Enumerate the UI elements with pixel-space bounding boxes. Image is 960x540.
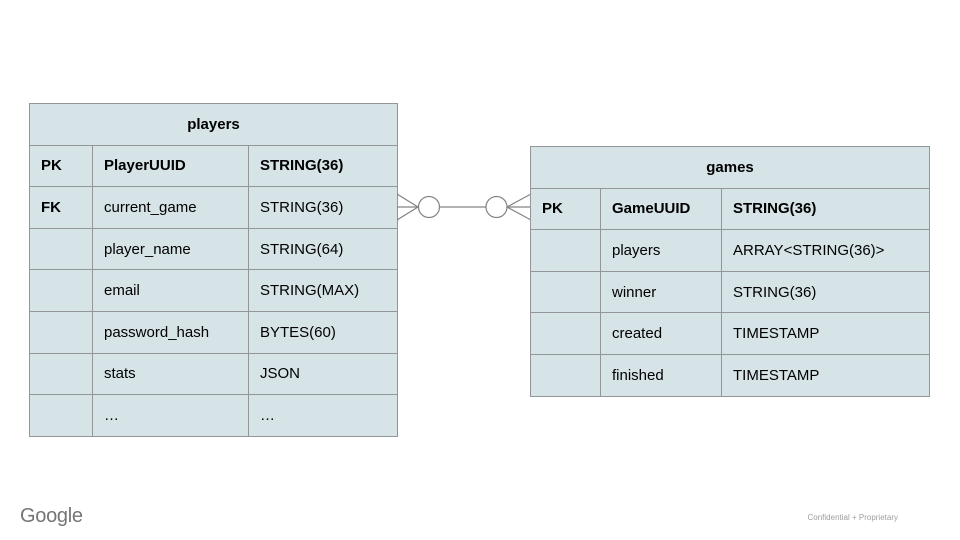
players-type-cell: STRING(36) [249,187,397,228]
players-field-cell: … [93,395,248,436]
games-key-cell [531,313,600,354]
players-field-cell: current_game [93,187,248,228]
relationship-connector [397,193,531,221]
players-key-cell [30,311,92,353]
games-key-cell [531,230,600,271]
games-field-cell: finished [601,354,721,396]
players-key-cell [30,395,92,436]
players-field-cell: stats [93,353,248,395]
games-type-cell: STRING(36) [722,271,929,313]
games-key-cell: PK [531,188,600,230]
players-field-cell: password_hash [93,311,248,353]
players-field-cell: PlayerUUID [93,145,248,187]
players-type-cell: STRING(64) [249,228,397,270]
games-type-cell: STRING(36) [722,188,929,230]
players-key-cell [30,228,92,270]
players-type-cell: STRING(MAX) [249,270,397,311]
games-field-cell: created [601,313,721,354]
players-key-cell: PK [30,145,92,187]
players-key-cell [30,270,92,311]
games-type-cell: ARRAY<STRING(36)> [722,230,929,271]
games-field-cell: players [601,230,721,271]
crow-foot-many-icon-left [397,193,419,221]
players-type-cell: BYTES(60) [249,311,397,353]
players-type-cell: STRING(36) [249,145,397,187]
crow-foot-many-icon-right [506,193,531,221]
games-field-cell: GameUUID [601,188,721,230]
players-key-cell: FK [30,187,92,228]
players-field-cell: email [93,270,248,311]
zero-cardinality-icon-left [417,195,441,219]
games-type-cell: TIMESTAMP [722,313,929,354]
zero-cardinality-icon-right [485,195,508,219]
games-key-cell [531,271,600,313]
players-key-cell [30,353,92,395]
games-key-cell [531,354,600,396]
players-field-cell: player_name [93,228,248,270]
confidential-note: Confidential + Proprietary [807,513,899,522]
google-logo: Google [20,505,83,527]
games-type-cell: TIMESTAMP [722,354,929,396]
table-title-players: players [30,104,397,145]
games-field-cell: winner [601,271,721,313]
players-type-cell: JSON [249,353,397,395]
table-title-games: games [531,147,929,188]
players-type-cell: … [249,395,397,436]
